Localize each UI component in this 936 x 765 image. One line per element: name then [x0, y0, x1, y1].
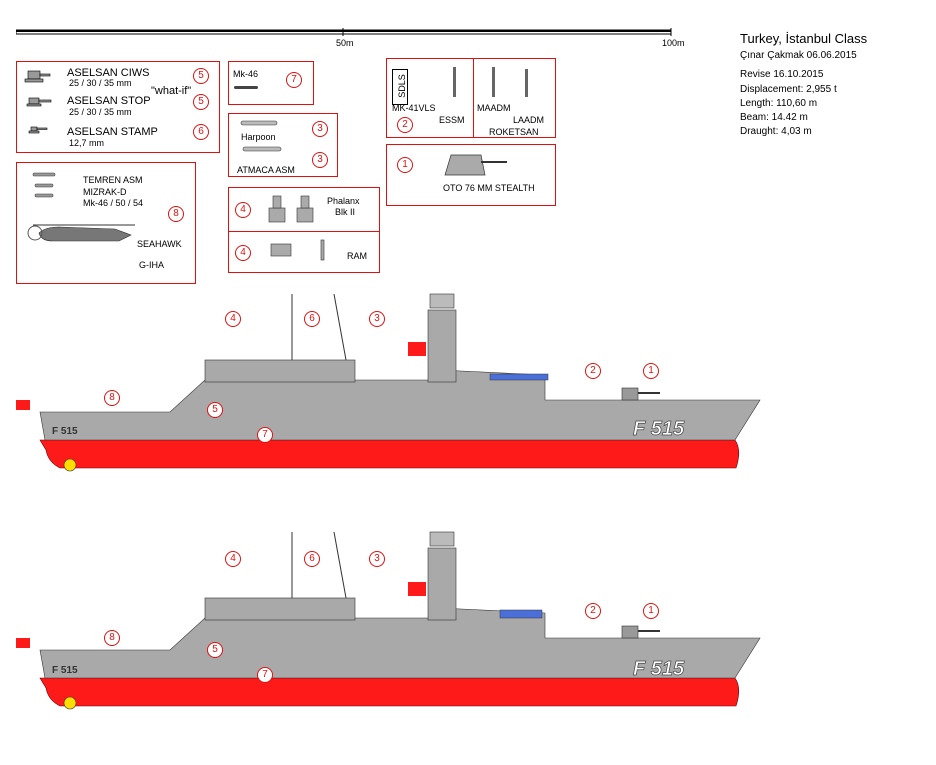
maadm-label: MAADM	[477, 103, 511, 113]
marker-5: 5	[193, 94, 209, 110]
author-line: Çınar Çakmak 06.06.2015	[740, 50, 857, 61]
gun-turret-icon	[444, 154, 507, 176]
harpoon-label: Harpoon	[241, 132, 276, 142]
ship-profile-2: F 515 F 515 4 6 3 8 5 7 2 1	[0, 528, 936, 728]
sdls-launcher-icon	[392, 69, 408, 105]
marker-1: 1	[643, 603, 659, 619]
marker-4: 4	[225, 311, 241, 327]
phalanx-blk-label: Blk II	[335, 207, 356, 217]
sdls-label: SDLS	[396, 74, 407, 98]
seahawk-label: SEAHAWK	[137, 239, 182, 249]
ship-drawing	[16, 293, 761, 472]
marker-1: 1	[397, 157, 413, 173]
divider	[229, 231, 379, 232]
aselsan-stamp-label: ASELSAN STAMP	[67, 126, 158, 138]
mk41-label: MK-41VLS	[392, 103, 436, 113]
missile-icons	[240, 120, 282, 152]
helicopter-icon	[27, 224, 135, 242]
scale-bar-graphic	[16, 28, 672, 36]
scale-end-label: 100m	[662, 38, 685, 48]
heli-weapon-icons	[32, 172, 56, 198]
marker-4: 4	[225, 551, 241, 567]
marker-5: 5	[207, 642, 223, 658]
what-if-note: "what-if"	[151, 85, 192, 97]
essm-label: ESSM	[439, 115, 465, 125]
marker-8: 8	[104, 630, 120, 646]
legend-mk46-box: Mk-46 7	[228, 61, 314, 105]
marker-6: 6	[193, 124, 209, 140]
marker-3: 3	[369, 551, 385, 567]
marker-2: 2	[585, 363, 601, 379]
marker-7: 7	[257, 427, 273, 443]
aselsan-stop-label: ASELSAN STOP	[67, 95, 151, 107]
atmaca-label: ATMACA ASM	[237, 165, 295, 175]
aselsan-ciws-label: ASELSAN CIWS	[67, 67, 150, 79]
phalanx-icon	[268, 195, 314, 223]
marker-4: 4	[235, 245, 251, 261]
laadm-label: LAADM	[513, 115, 545, 125]
stamp-caliber: 12,7 mm	[69, 138, 105, 148]
marker-8: 8	[104, 390, 120, 406]
ship-profile-1: F 515 F 515 4 6 3 8 5 7 2 1	[0, 290, 936, 490]
ram-icon	[270, 239, 325, 261]
vls-missile-icons	[453, 67, 528, 97]
mk46-ammo-label: Mk-46 / 50 / 54	[83, 198, 144, 208]
legend-heli-box: TEMREN ASM MIZRAK-D Mk-46 / 50 / 54 SEAH…	[16, 162, 196, 284]
bow-hull-number: F 515	[52, 426, 78, 437]
marker-6: 6	[304, 551, 320, 567]
marker-3: 3	[369, 311, 385, 327]
marker-3: 3	[312, 121, 328, 137]
marker-5: 5	[207, 402, 223, 418]
phalanx-label: Phalanx	[327, 196, 360, 206]
legend-ciws-box: Phalanx Blk II RAM 4 4	[228, 187, 380, 273]
stop-caliber: 25 / 30 / 35 mm	[69, 107, 132, 117]
bow-hull-number: F 515	[52, 665, 78, 676]
hull-number: F 515	[633, 418, 685, 441]
hull-number: F 515	[633, 658, 685, 681]
marker-1: 1	[643, 363, 659, 379]
marker-7: 7	[286, 72, 302, 88]
marker-2: 2	[585, 603, 601, 619]
length-line: Length: 110,60 m	[740, 98, 818, 109]
ram-label: RAM	[347, 251, 367, 261]
mizrak-label: MIZRAK-D	[83, 187, 127, 197]
temren-label: TEMREN ASM	[83, 175, 143, 185]
oto76-label: OTO 76 MM STEALTH	[443, 183, 535, 193]
scale-mid-label: 50m	[336, 38, 354, 48]
marker-3: 3	[312, 152, 328, 168]
ship-drawing	[16, 531, 761, 710]
marker-2: 2	[397, 117, 413, 133]
gun-icons	[24, 70, 52, 134]
roketsan-label: ROKETSAN	[489, 127, 539, 137]
draught-line: Draught: 4,03 m	[740, 126, 812, 137]
marker-6: 6	[304, 311, 320, 327]
displacement-line: Displacement: 2,955 t	[740, 84, 837, 95]
marker-5: 5	[193, 68, 209, 84]
revise-line: Revise 16.10.2015	[740, 69, 824, 80]
ciws-caliber: 25 / 30 / 35 mm	[69, 78, 132, 88]
beam-line: Beam: 14.42 m	[740, 112, 808, 123]
legend-guns-box: ASELSAN CIWS 25 / 30 / 35 mm ASELSAN STO…	[16, 61, 220, 153]
giha-label: G-IHA	[139, 260, 165, 270]
torpedo-icon	[234, 86, 258, 89]
legend-76mm-box: OTO 76 MM STEALTH 1	[386, 144, 556, 206]
marker-4: 4	[235, 202, 251, 218]
page-title: Turkey, İstanbul Class	[740, 31, 868, 46]
divider	[473, 59, 474, 137]
marker-7: 7	[257, 667, 273, 683]
marker-8: 8	[168, 206, 184, 222]
legend-ssm-box: Harpoon ATMACA ASM 3 3	[228, 113, 338, 177]
mk46-label: Mk-46	[233, 69, 259, 79]
legend-vls-box: SDLS MK-41VLS ESSM MAADM LAADM ROKETSAN …	[386, 58, 556, 138]
